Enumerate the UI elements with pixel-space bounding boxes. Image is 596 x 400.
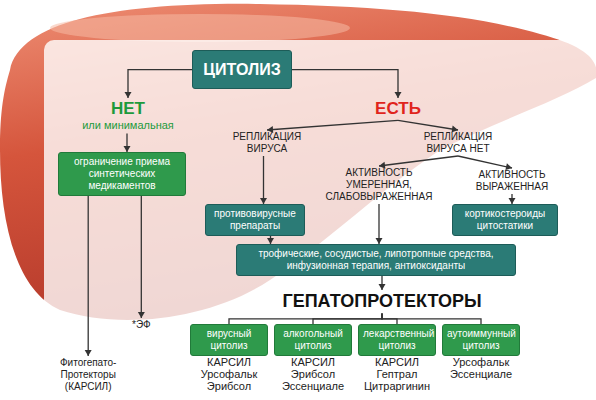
connector (260, 156, 267, 204)
connector (379, 156, 458, 169)
node-text: АКТИВНОСТЬ УМЕРЕННАЯ, СЛАБОВЫРАЖЕННАЯ (320, 167, 438, 203)
node-text: трофические, сосудистые, липотропные сре… (241, 248, 511, 272)
arrow-head (125, 92, 132, 98)
therapy-box: кортикостероиды цитостатики (452, 204, 558, 236)
cytolysis-box: аутоиммунный цитолиз (442, 324, 520, 356)
liver-highlight (50, 14, 350, 42)
node-text: *ЭФ (132, 319, 151, 331)
node-text: РЕПЛИКАЦИЯ ВИРУСА НЕТ (420, 131, 496, 155)
cytolysis-box: алкогольный цитолиз (274, 324, 352, 356)
cytolysis-box: лекарственный цитолиз (358, 324, 436, 356)
connector-line (88, 196, 89, 356)
arrow-head (138, 312, 145, 318)
node-text: ограничение приема синтетических медикам… (63, 156, 181, 192)
result-label: Фитогепато- Протекторы (КАРСИЛ) (58, 356, 118, 394)
node-text: РЕПЛИКАЦИЯ ВИРУСА (224, 131, 310, 155)
connector-line (458, 156, 512, 168)
connector-line (292, 70, 398, 98)
connector-line (313, 314, 382, 324)
node-text: или минимальная (70, 119, 186, 132)
connector (313, 314, 382, 324)
panel (44, 40, 596, 400)
connector-line (382, 314, 481, 324)
connector (292, 70, 402, 98)
note-label: *ЭФ (130, 318, 153, 332)
connector (382, 314, 481, 324)
arrow-head (395, 92, 402, 98)
node-text: ГЕПАТОПРОТЕКТОРЫ (278, 291, 486, 313)
node-text: НЕТ (70, 99, 186, 119)
connector (398, 120, 458, 132)
connector (124, 134, 131, 152)
condition-label: РЕПЛИКАЦИЯ ВИРУСА НЕТ (418, 130, 498, 156)
therapy-box: противовирусные препараты (205, 204, 305, 236)
arrow-head (85, 350, 92, 356)
action-box: ограничение приема синтетических медикам… (58, 152, 186, 196)
connector-line (229, 314, 382, 324)
process-box: ЦИТОЛИЗ (192, 50, 292, 89)
connector-line (379, 156, 458, 166)
node-text: Фитогепато- Протекторы (КАРСИЛ) (60, 357, 116, 393)
node-text: алкогольный цитолиз (279, 328, 347, 352)
node-text: кортикостероиды цитостатики (457, 208, 553, 232)
connector-line (398, 120, 458, 130)
connector (379, 276, 386, 290)
node-text: ЦИТОЛИЗ (197, 60, 287, 79)
condition-label: АКТИВНОСТЬ УМЕРЕННАЯ, СЛАБОВЫРАЖЕННАЯ (318, 166, 440, 204)
condition-label: РЕПЛИКАЦИЯ ВИРУСА (222, 130, 312, 156)
connector (509, 194, 516, 204)
drug-list: КАРСИЛ Урсофальк Эрибсол (201, 356, 257, 392)
connector (138, 196, 145, 318)
node-text: вирусный цитолиз (195, 328, 263, 352)
connector (85, 196, 92, 356)
connector-line (263, 156, 264, 204)
drug-list: Урсофальк Эссенциале (450, 356, 512, 380)
group-heading: ГЕПАТОПРОТЕКТОРЫ (276, 290, 488, 314)
connector-line (267, 120, 398, 130)
connector (229, 314, 382, 324)
cytolysis-box: вирусный цитолиз (190, 324, 268, 356)
connector (376, 204, 383, 244)
connector (458, 156, 512, 170)
connector-line (128, 70, 192, 98)
branch-label: ЕСТЬ (370, 98, 426, 120)
condition-label: АКТИВНОСТЬ ВЫРАЖЕННАЯ (470, 168, 554, 194)
node-text: ЕСТЬ (372, 99, 424, 119)
node-text: аутоиммунный цитолиз (447, 328, 515, 352)
connector (125, 70, 193, 98)
connector (267, 236, 274, 244)
branch-label: НЕТили минимальная (68, 98, 188, 134)
arrow-head (379, 284, 386, 290)
drug-list: КАРСИЛ Гептрал Цитраргинин (364, 356, 430, 392)
node-text: АКТИВНОСТЬ ВЫРАЖЕННАЯ (472, 169, 552, 193)
connector-line (141, 196, 142, 318)
node-text: лекарственный цитолиз (363, 328, 431, 352)
therapy-box: трофические, сосудистые, липотропные сре… (236, 244, 516, 276)
node-text: противовирусные препараты (210, 208, 300, 232)
drug-list: КАРСИЛ Эрибсол Эссенциале (282, 356, 344, 392)
